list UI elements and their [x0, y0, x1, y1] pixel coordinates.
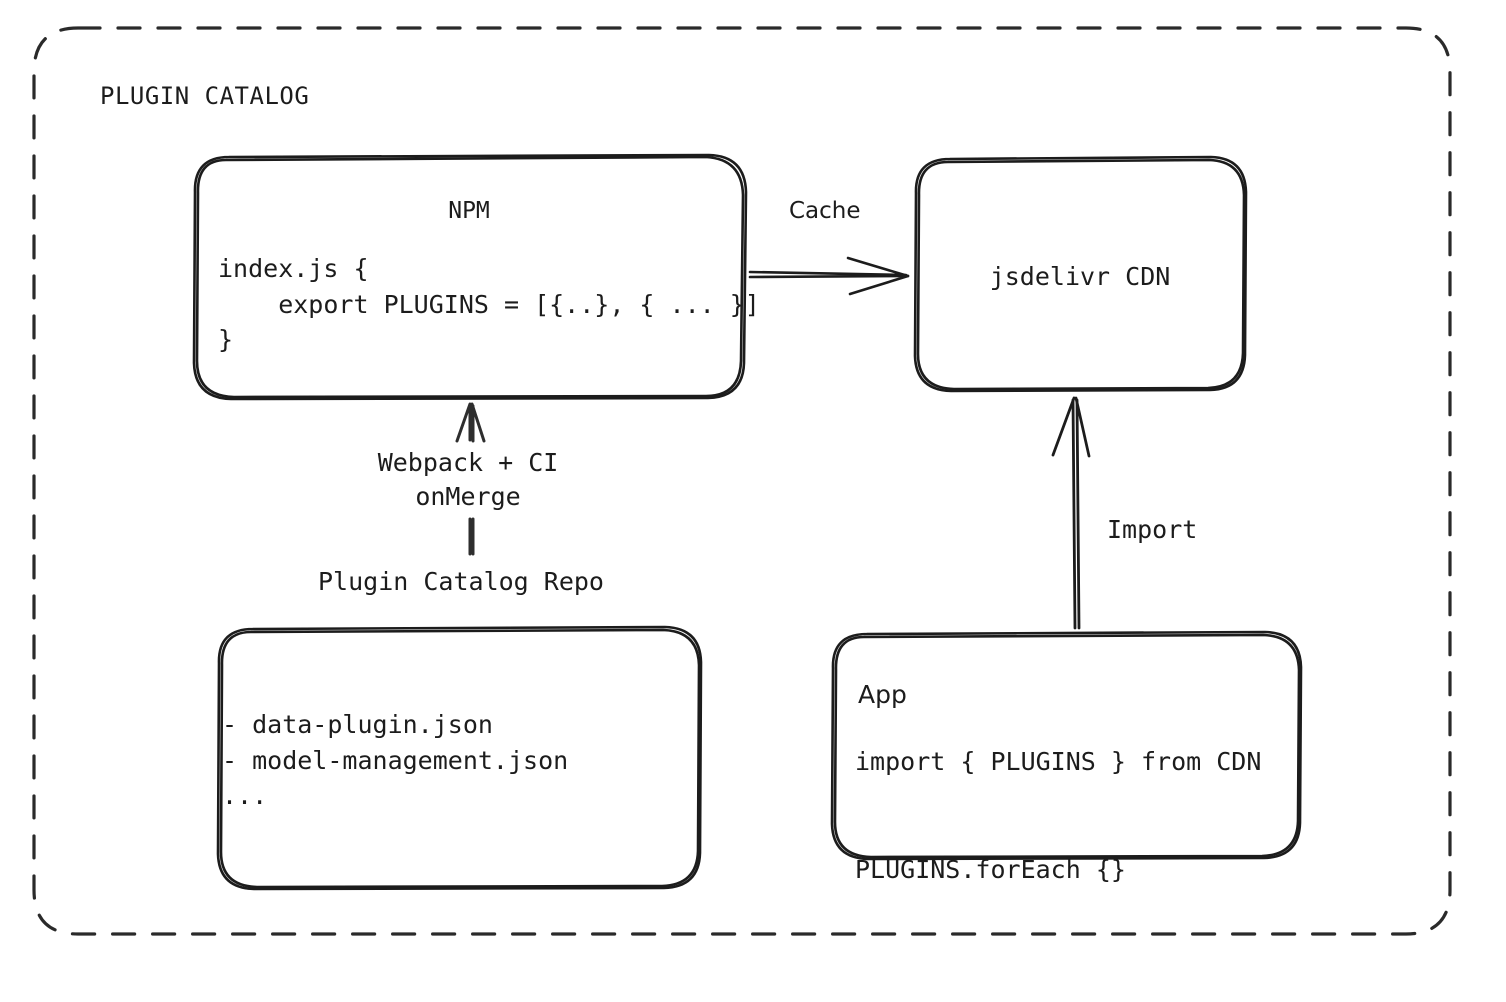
- edge-cache-arrow: [748, 256, 910, 296]
- edge-cache-label: Cache: [789, 198, 861, 224]
- npm-node-title: NPM: [448, 198, 490, 224]
- group-title: PLUGIN CATALOG: [100, 82, 310, 110]
- edge-build-label: Webpack + CI onMerge: [377, 448, 559, 511]
- app-node-title: App: [858, 680, 907, 709]
- edge-import-label: Import: [1107, 515, 1198, 544]
- repo-node-file-list: - data-plugin.json - model-management.js…: [222, 710, 569, 810]
- npm-node-code: index.js { export PLUGINS = [{..}, { ...…: [218, 254, 760, 354]
- repo-node-caption: Plugin Catalog Repo: [318, 567, 604, 596]
- cdn-node-title: jsdelivr CDN: [989, 262, 1171, 291]
- app-node-code: import { PLUGINS } from CDN PLUGINS.forE…: [855, 747, 1262, 884]
- edge-import-arrow: [1051, 396, 1091, 630]
